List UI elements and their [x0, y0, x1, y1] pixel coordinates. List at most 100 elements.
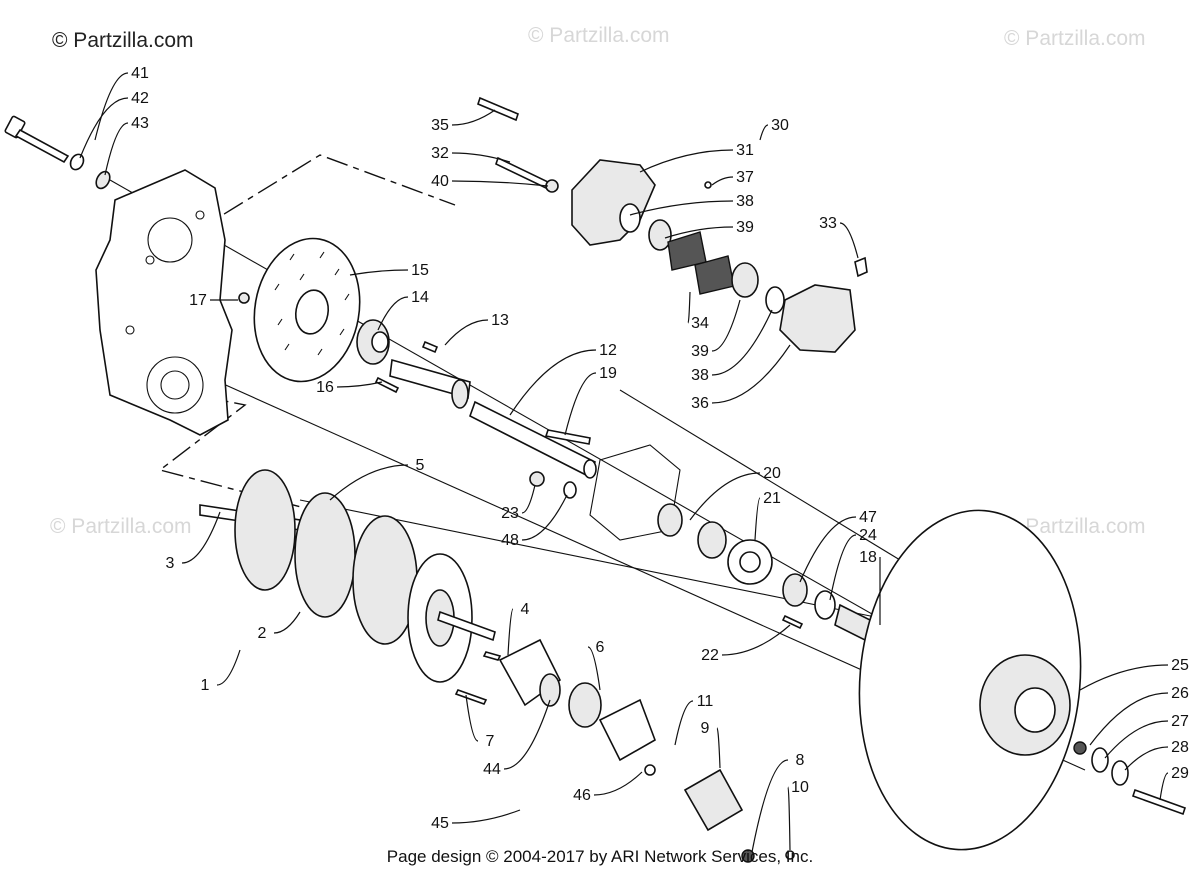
callout-11[interactable]: 11: [697, 693, 714, 710]
callout-leader-22: [721, 624, 791, 656]
callout-2[interactable]: 2: [258, 625, 267, 642]
callout-leader-3: [181, 511, 221, 564]
callout-15[interactable]: 15: [411, 262, 429, 279]
callout-leader-5: [329, 464, 409, 501]
callout-17[interactable]: 17: [189, 292, 207, 309]
callout-21[interactable]: 21: [763, 490, 781, 507]
callout-48[interactable]: 48: [501, 532, 519, 549]
callout-leader-20: [689, 472, 761, 521]
callout-leader-2: [273, 611, 301, 634]
callout-39[interactable]: 39: [736, 219, 754, 236]
watermark-top-center: © Partzilla.com: [528, 24, 670, 47]
callout-40[interactable]: 40: [431, 173, 449, 190]
callout-leader-44: [503, 699, 551, 770]
callout-leader-24: [829, 534, 857, 601]
callout-leader-6: [587, 646, 601, 691]
callout-leader-12: [509, 349, 597, 416]
callout-33[interactable]: 33: [819, 215, 837, 232]
callout-leader-42: [79, 97, 129, 159]
callout-leader-25: [1079, 664, 1169, 691]
callout-6[interactable]: 6: [596, 639, 605, 656]
callout-leader-32: [451, 152, 511, 163]
callout-leader-39: [664, 226, 734, 239]
callout-43[interactable]: 43: [131, 115, 149, 132]
callout-leader-38: [629, 200, 734, 216]
callout-3[interactable]: 3: [166, 555, 175, 572]
bearing-housing-21-20: [529, 444, 804, 630]
callout-46[interactable]: 46: [573, 787, 591, 804]
callout-19[interactable]: 19: [599, 365, 617, 382]
callout-24[interactable]: 24: [859, 527, 877, 544]
callout-leader-10: [787, 786, 791, 851]
callout-leader-21: [754, 497, 761, 541]
callout-leader-38: [711, 309, 773, 376]
callout-leader-8: [751, 759, 789, 853]
drive-shaft: [389, 358, 597, 479]
callout-7[interactable]: 7: [486, 733, 495, 750]
callout-1[interactable]: 1: [201, 677, 210, 694]
callout-leader-34: [687, 291, 691, 324]
callout-8[interactable]: 8: [796, 752, 805, 769]
callout-leader-19: [564, 372, 597, 436]
callout-leader-9: [716, 727, 721, 769]
callout-leader-16: [336, 381, 383, 388]
callout-37[interactable]: 37: [736, 169, 754, 186]
track-drive-sprockets: [199, 469, 496, 683]
callout-18[interactable]: 18: [859, 549, 877, 566]
callout-leader-36: [711, 344, 791, 404]
shaft-end-9: [683, 768, 795, 863]
callout-leader-35: [451, 109, 496, 126]
callout-leader-46: [593, 771, 643, 796]
callout-leader-7: [465, 694, 479, 742]
callout-23[interactable]: 23: [501, 505, 519, 522]
callout-32[interactable]: 32: [431, 145, 449, 162]
callout-28[interactable]: 28: [1171, 739, 1189, 756]
callout-34[interactable]: 34: [691, 315, 709, 332]
callout-leader-11: [674, 700, 694, 746]
callout-leader-39: [711, 299, 741, 352]
callout-leader-27: [1104, 720, 1169, 759]
callout-leader-15: [349, 269, 409, 276]
callout-leader-48: [521, 494, 568, 541]
callout-27[interactable]: 27: [1171, 713, 1189, 730]
callout-leader-23: [521, 484, 536, 514]
callout-16[interactable]: 16: [316, 379, 334, 396]
callout-leader-14: [377, 296, 409, 331]
callout-leader-47: [799, 516, 857, 583]
callout-45[interactable]: 45: [431, 815, 449, 832]
callout-39[interactable]: 39: [691, 343, 709, 360]
callout-30[interactable]: 30: [771, 117, 789, 134]
callout-38[interactable]: 38: [691, 367, 709, 384]
callout-29[interactable]: 29: [1171, 765, 1189, 782]
callout-13[interactable]: 13: [491, 312, 509, 329]
bearing-flange-4-6-44: [454, 638, 656, 776]
callout-14[interactable]: 14: [411, 289, 429, 306]
watermark-top-right: © Partzilla.com: [1004, 27, 1146, 50]
callout-25[interactable]: 25: [1171, 657, 1189, 674]
callout-44[interactable]: 44: [483, 761, 501, 778]
callout-22[interactable]: 22: [701, 647, 719, 664]
callout-35[interactable]: 35: [431, 117, 449, 134]
callout-10[interactable]: 10: [791, 779, 809, 796]
callout-41[interactable]: 41: [131, 65, 149, 82]
callout-12[interactable]: 12: [599, 342, 617, 359]
callout-20[interactable]: 20: [763, 465, 781, 482]
callout-5[interactable]: 5: [416, 457, 425, 474]
callout-9[interactable]: 9: [701, 720, 710, 737]
callout-31[interactable]: 31: [736, 142, 754, 159]
callout-4[interactable]: 4: [521, 601, 530, 618]
callout-leader-28: [1124, 746, 1169, 771]
callout-36[interactable]: 36: [691, 395, 709, 412]
clutch-hardware-26-29: [1073, 741, 1187, 816]
callout-leader-33: [839, 222, 859, 259]
callout-47[interactable]: 47: [859, 509, 877, 526]
callout-leader-4: [507, 608, 514, 656]
callout-leader-26: [1089, 692, 1169, 746]
callout-38[interactable]: 38: [736, 193, 754, 210]
brake-disc-15: [253, 237, 361, 383]
callout-26[interactable]: 26: [1171, 685, 1189, 702]
callout-42[interactable]: 42: [131, 90, 149, 107]
hub-14: [356, 319, 390, 365]
